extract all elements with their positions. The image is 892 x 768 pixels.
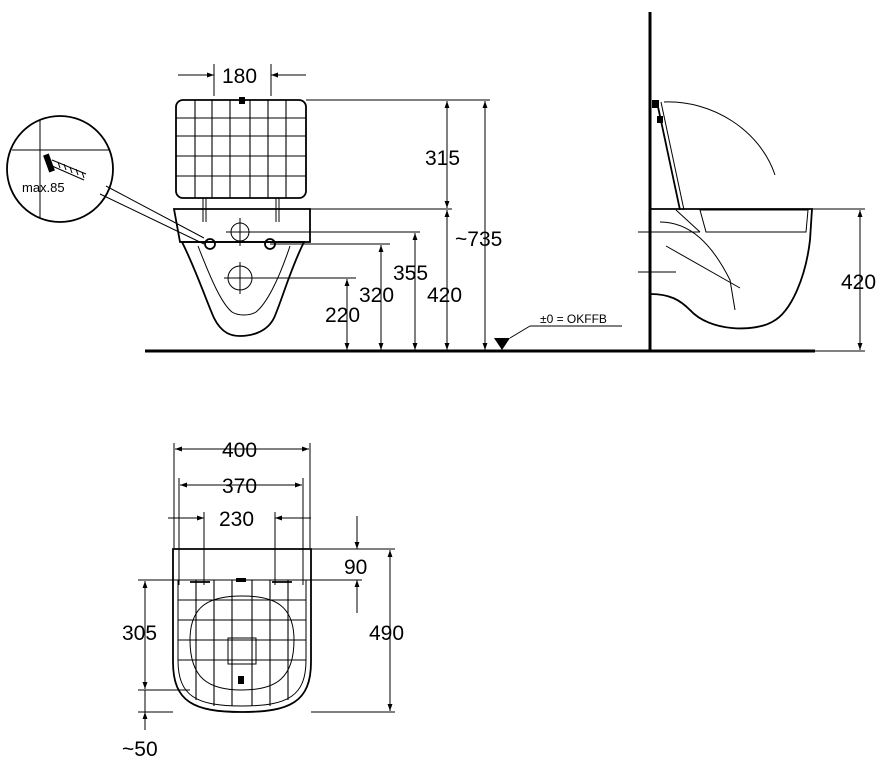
floor-reference: ±0 = OKFFB [494,312,622,350]
side-view: 420 [638,12,876,353]
detail-label: max.85 [22,180,65,195]
floor-label: ±0 = OKFFB [540,312,607,326]
dimension-735: ~735 [455,101,502,350]
dimension-230: 230 [168,508,311,585]
dimension-50: ~50 [122,690,158,761]
dim-width-230: 230 [219,508,254,531]
dimension-355: 355 [393,233,428,350]
dim-total-height: ~735 [455,228,502,251]
top-view: 400 370 230 [122,439,404,761]
dimension-490: 490 [369,550,404,711]
dimension-315: 315 [425,101,460,208]
dimension-90: 90 [344,516,367,613]
dim-tank-height: 315 [425,147,460,170]
dim-depth-50: ~50 [122,738,158,761]
dim-depth-90: 90 [344,556,367,579]
dim-seat-height: 420 [841,271,876,294]
dim-height-220: 220 [325,304,360,327]
screw-detail: max.85 [6,115,205,245]
toilet-top-outline [172,548,312,713]
front-view: max.85 180 315 ~735 420 355 [6,64,650,353]
dimension-370: 370 [178,475,304,585]
dim-depth-305: 305 [122,622,157,645]
dim-height-355: 355 [393,262,428,285]
dimension-400: 400 [173,439,311,548]
top-frame-grid [178,580,306,706]
dimension-420-front: 420 [427,210,462,350]
dim-height-420: 420 [427,284,462,307]
dimension-180: 180 [178,64,306,96]
dim-height-320: 320 [359,284,394,307]
dim-depth-490: 490 [369,622,404,645]
toilet-bowl-side [649,208,813,330]
toilet-bowl-front [172,208,420,337]
dimension-420-side: 420 [841,210,876,350]
dimension-220: 220 [325,279,360,350]
dimension-320: 320 [359,245,394,350]
dimension-305: 305 [122,581,157,689]
lid-arc [663,101,776,176]
dim-width-370: 370 [222,475,257,498]
cistern-frame [175,97,307,222]
screw-icon [43,153,87,181]
dim-width-400: 400 [222,439,257,462]
dim-tank-width: 180 [222,65,257,88]
